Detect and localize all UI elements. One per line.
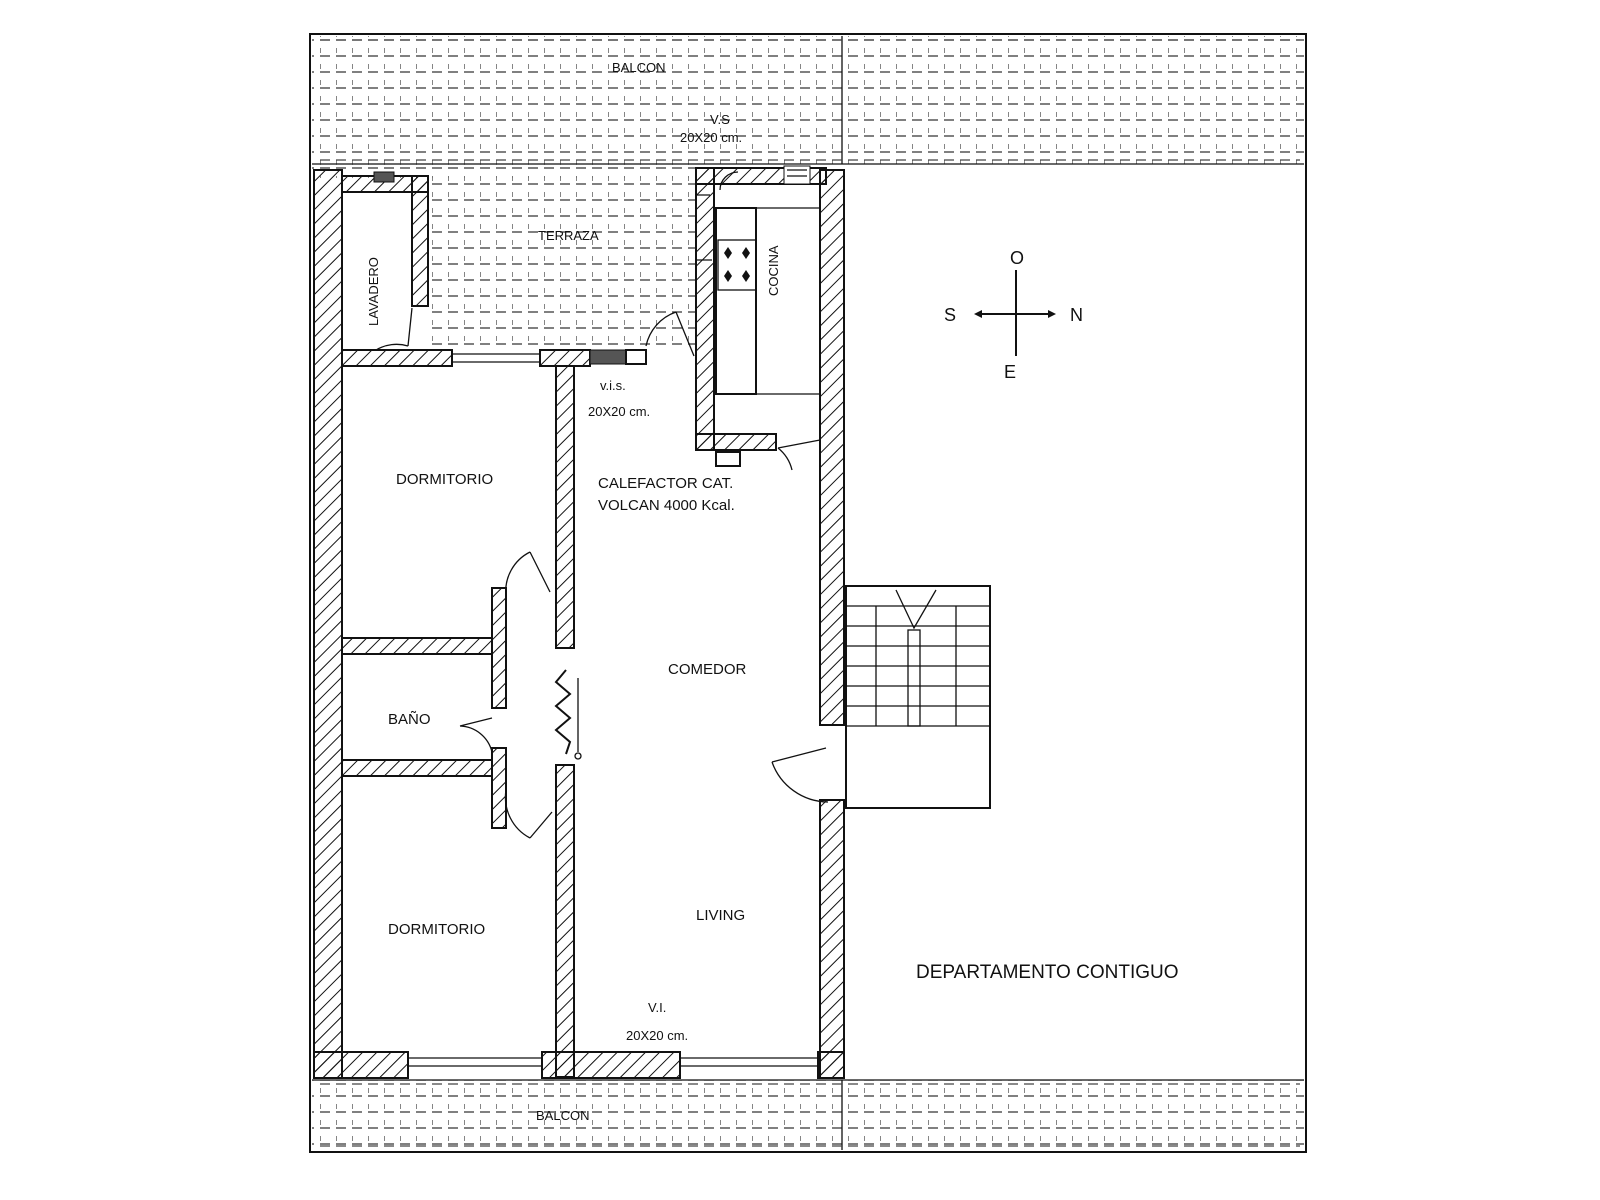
label-living: LIVING [696, 907, 745, 924]
label-vs: V.S [710, 112, 730, 127]
label-vis-size: 20X20 cm. [588, 404, 650, 419]
label-cocina: COCINA [766, 245, 781, 296]
label-terraza: TERRAZA [538, 228, 599, 243]
label-vs-size: 20X20 cm. [680, 130, 742, 145]
label-vis: v.i.s. [600, 378, 626, 393]
door-lavadero[interactable] [375, 307, 413, 351]
outer-frame [309, 33, 1307, 1153]
compass-west: O [1010, 248, 1024, 268]
label-bano: BAÑO [388, 711, 431, 728]
label-lavadero: LAVADERO [366, 257, 381, 326]
label-dormitorio-bottom: DORMITORIO [388, 921, 485, 938]
label-heater-line1: CALEFACTOR CAT. [598, 475, 733, 492]
label-departamento: DEPARTAMENTO CONTIGUO [916, 962, 1179, 983]
label-vi: V.I. [648, 1000, 666, 1015]
kitchen-counter [715, 207, 757, 395]
wall-left [313, 169, 343, 1079]
label-balcon-bottom: BALCON [536, 1108, 589, 1123]
door-terrace[interactable] [645, 311, 695, 357]
label-heater-line2: VOLCAN 4000 Kcal. [598, 497, 735, 514]
label-comedor: COMEDOR [668, 661, 747, 678]
wall-bedroom1-right [555, 365, 575, 649]
wall-bottom [313, 1051, 409, 1079]
terrace-area [428, 170, 696, 346]
stove [717, 239, 757, 291]
compass-east: E [1004, 362, 1016, 382]
wall-right [819, 169, 845, 726]
door-bath[interactable] [459, 717, 493, 753]
label-dormitorio-top: DORMITORIO [396, 471, 493, 488]
balcony-bottom-area [312, 1080, 1304, 1150]
wall-terrace [341, 349, 453, 367]
label-balcon-top: BALCON [612, 60, 665, 75]
stairwell [845, 585, 991, 809]
compass: O S N E [944, 248, 1083, 382]
door-bedroom1[interactable] [505, 551, 551, 597]
compass-north: N [1070, 305, 1083, 325]
heater-symbol [554, 669, 572, 755]
label-vi-size: 20X20 cm. [626, 1028, 688, 1043]
door-entrance[interactable] [771, 747, 829, 803]
door-bedroom2[interactable] [504, 789, 553, 839]
balcony-top-area [312, 36, 1304, 164]
door-kitchen[interactable] [777, 439, 821, 471]
wall-kitchen [695, 167, 715, 451]
compass-south: S [944, 305, 956, 325]
